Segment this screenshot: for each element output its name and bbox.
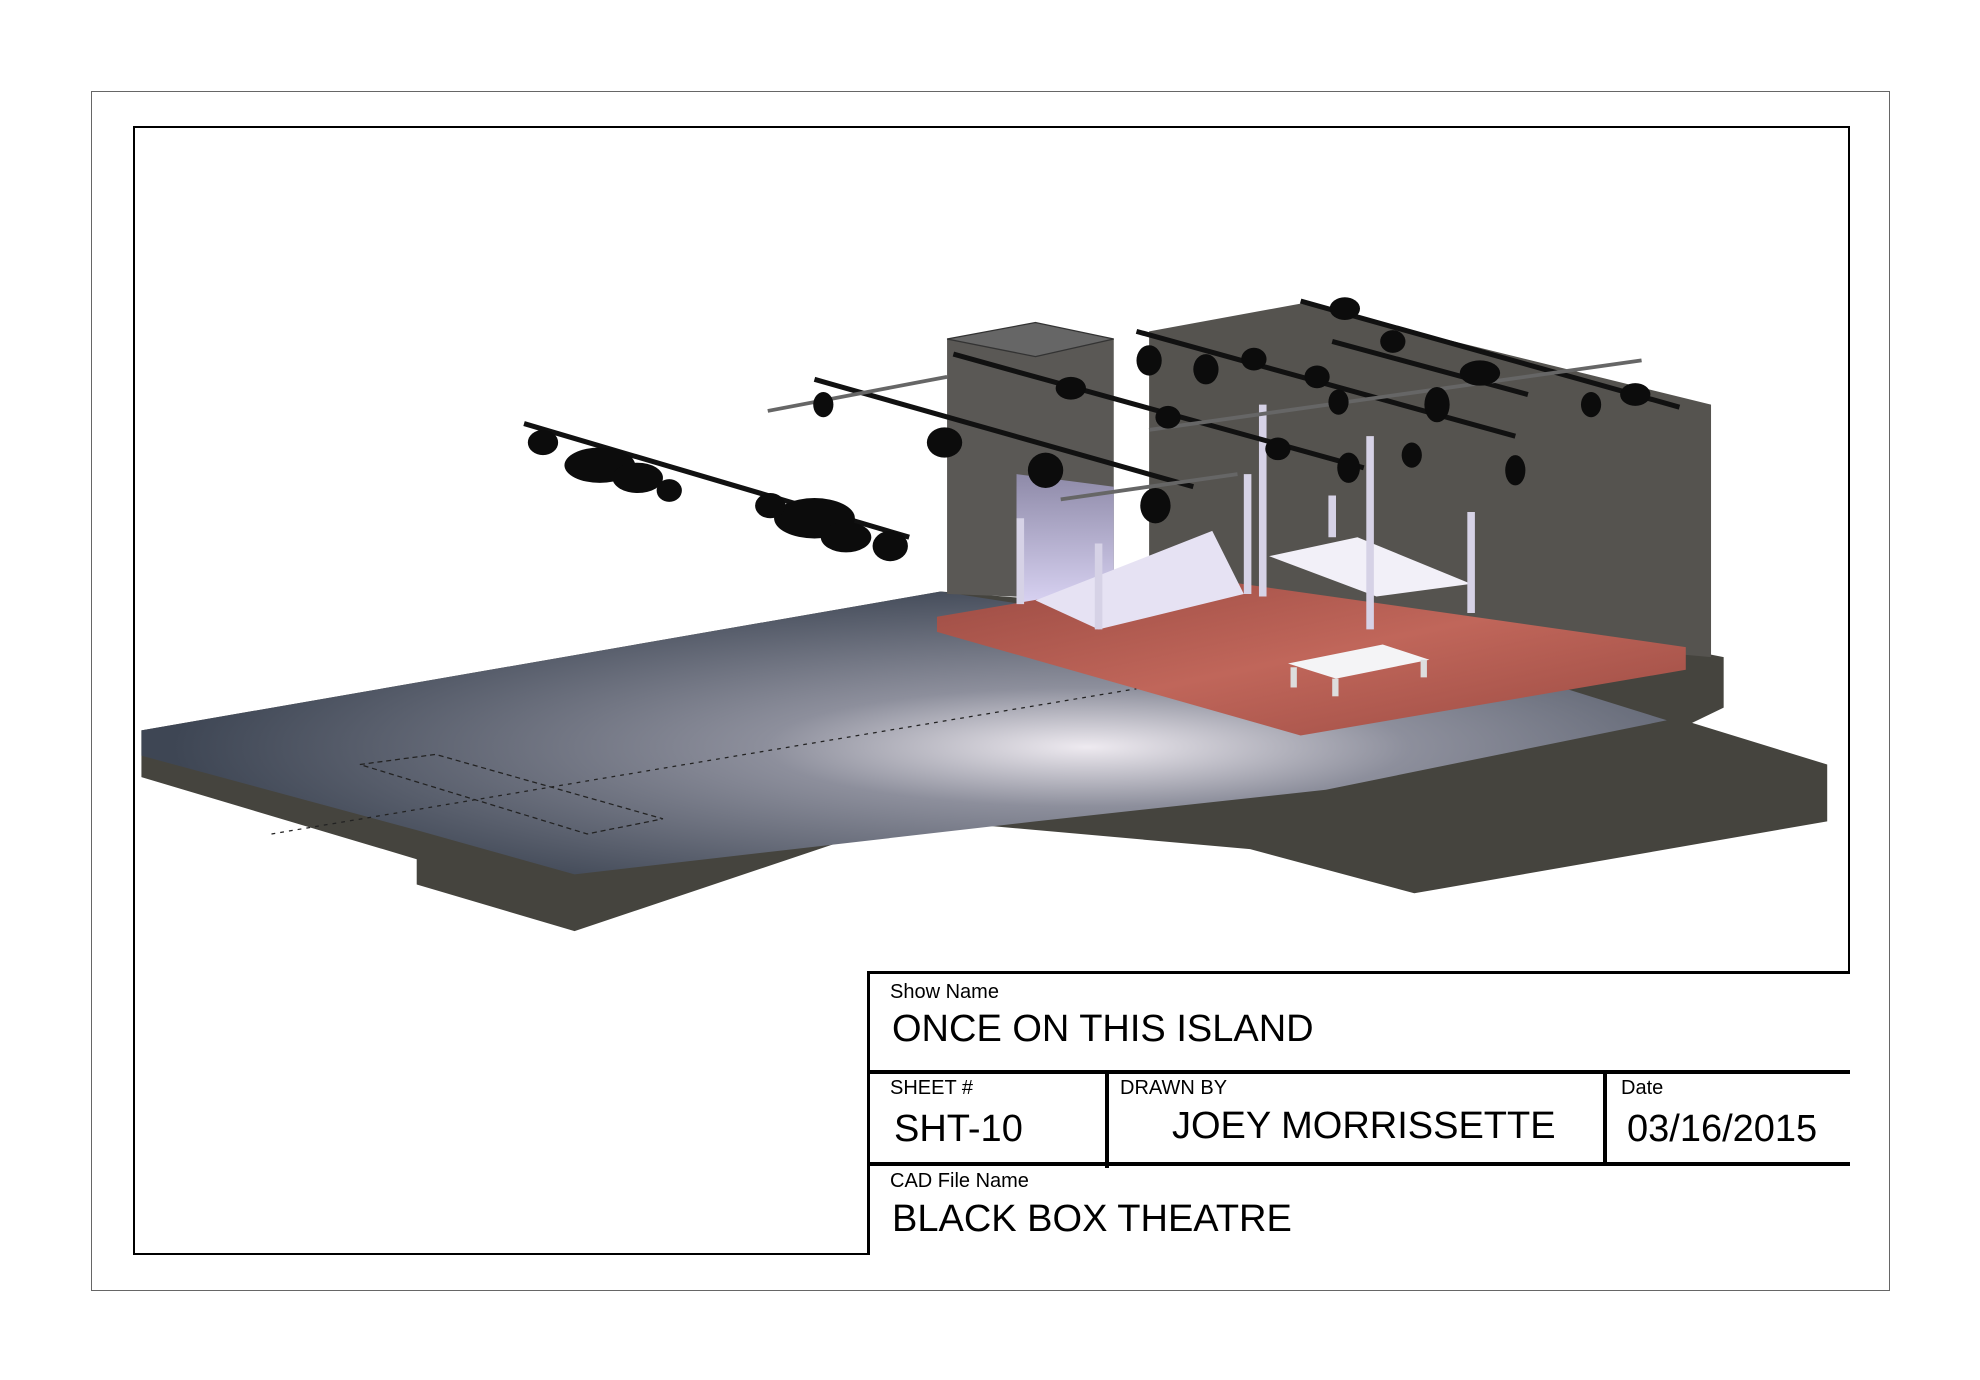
- sheet-outer-border: [91, 91, 1890, 1291]
- divider: [870, 1162, 1850, 1166]
- date: 03/16/2015: [1627, 1108, 1818, 1150]
- sheet-label: SHEET #: [890, 1077, 973, 1099]
- back-wall: [1149, 303, 1712, 658]
- tower-lit-face: [1016, 474, 1114, 605]
- show-name-label: Show Name: [890, 981, 999, 1003]
- lighting-fixtures: [527, 297, 1651, 562]
- bench: [1288, 644, 1430, 697]
- drawn-by: JOEY MORRISSETTE: [1172, 1105, 1556, 1147]
- show-name: ONCE ON THIS ISLAND: [892, 1008, 1314, 1050]
- sheet-number: SHT-10: [894, 1108, 1023, 1150]
- crossover-pipes: [767, 358, 1642, 502]
- drawn-by-label: DRAWN BY: [1120, 1077, 1228, 1099]
- stage-ramp: [1035, 530, 1244, 630]
- divider: [1105, 1070, 1109, 1168]
- divider: [1603, 1070, 1607, 1164]
- divider: [870, 1070, 1850, 1074]
- stage-posts: [1016, 404, 1475, 630]
- title-block: Show Name ONCE ON THIS ISLAND SHEET # SH…: [867, 971, 1850, 1255]
- date-label: Date: [1621, 1077, 1664, 1099]
- wall-tower-top: [946, 321, 1114, 358]
- cad-file-label: CAD File Name: [890, 1170, 1029, 1192]
- cad-file-name: BLACK BOX THEATRE: [892, 1198, 1292, 1240]
- audience-riser-outline: [359, 753, 664, 835]
